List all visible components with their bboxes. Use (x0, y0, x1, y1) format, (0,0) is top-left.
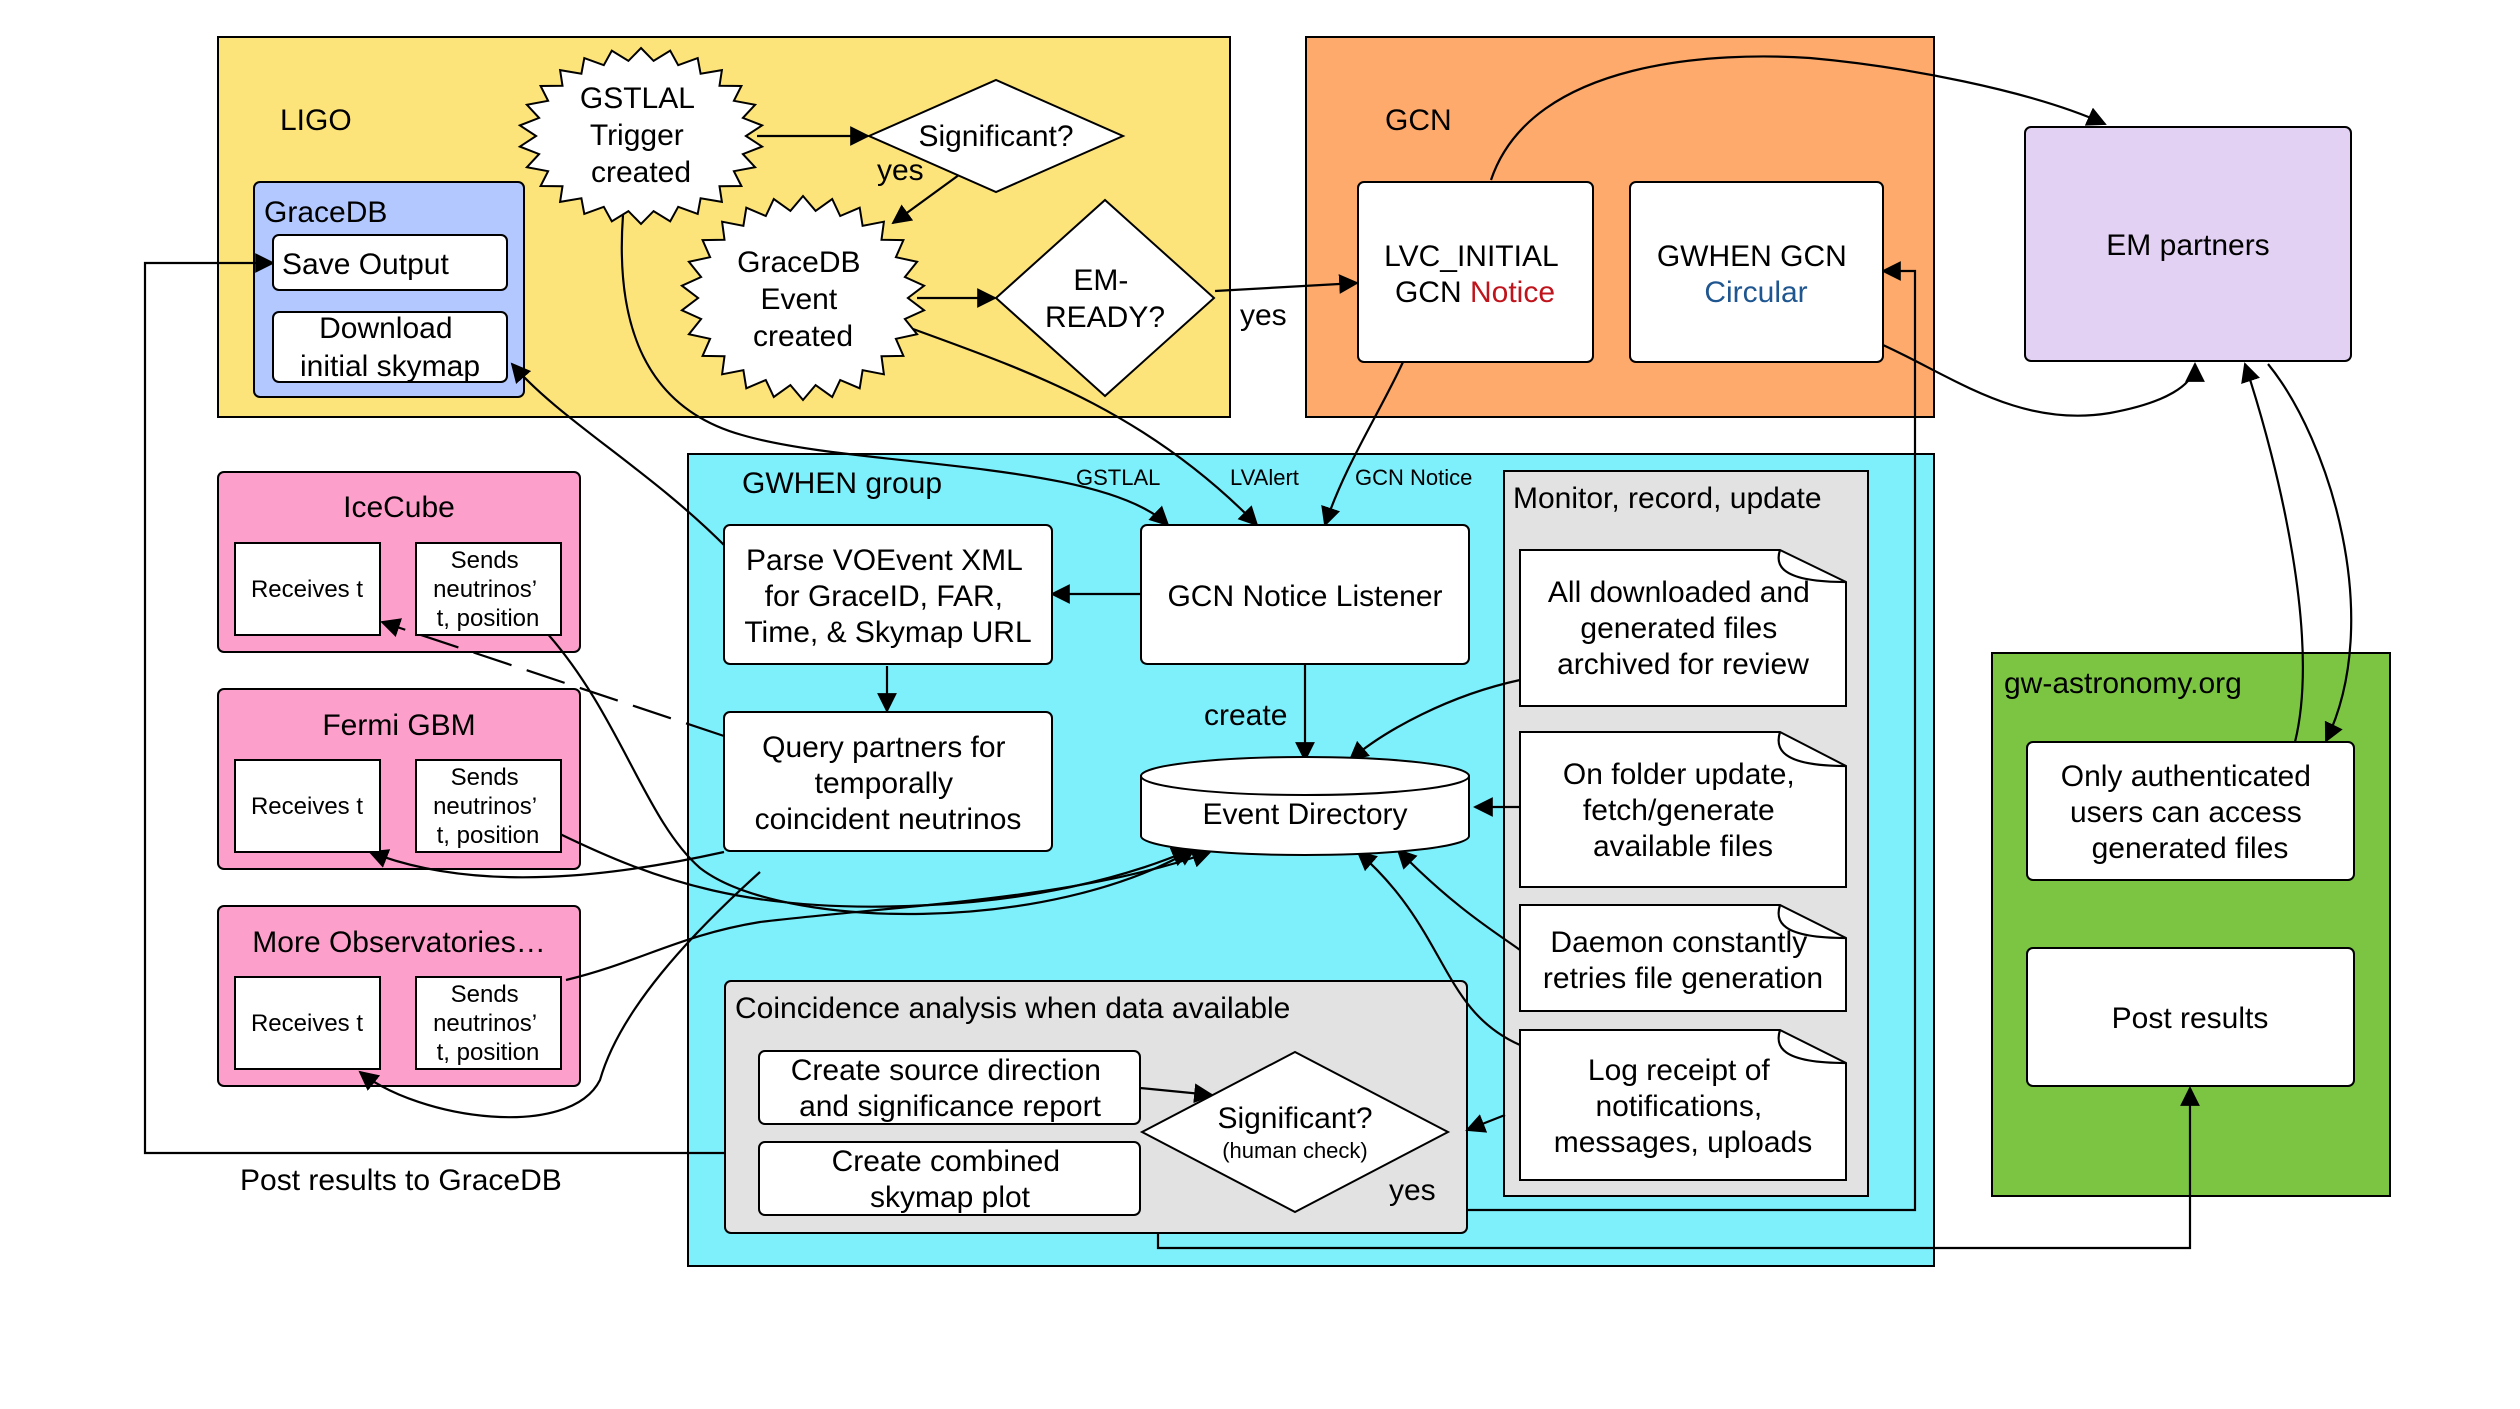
folder-update-doc: On folder update, fetch/generate availab… (1519, 731, 1847, 888)
parse-voevent-box[interactable] (723, 524, 1053, 665)
gwhen-title: GWHEN group (742, 467, 942, 500)
query-partners-label: Query partners for temporally coincident… (755, 731, 1022, 836)
more-sends-box (415, 976, 562, 1070)
query-partners-box[interactable] (723, 711, 1053, 852)
daemon-label: Daemon constantly retries file generatio… (1543, 926, 1823, 995)
save-output-label: Save Output (282, 248, 449, 281)
source-direction-label: Create source direction and significance… (791, 1054, 1110, 1123)
observatory-icecube: IceCube Receives t Sends neutrinos’ t, p… (234, 491, 562, 636)
parse-voevent-label: Parse VOEvent XML for GraceID, FAR, Time… (744, 544, 1031, 649)
gcn-notice-edge-label: GCN Notice (1355, 465, 1472, 490)
lvalert-edge-label: LVAlert (1230, 465, 1299, 490)
fermi-title: Fermi GBM (322, 709, 475, 742)
fermi-sends-label: Sends neutrinos’ t, position (433, 764, 543, 849)
gw-astronomy-title: gw-astronomy.org (2004, 667, 2242, 700)
circular-word: Circular (1704, 276, 1807, 309)
gstlal-edge-label: GSTLAL (1076, 465, 1160, 490)
more-observatories-title: More Observatories… (252, 926, 545, 959)
connectors (143, 55, 2353, 1250)
lvc-initial-notice-label: LVC_INITIAL GCN Notice (1384, 240, 1566, 309)
em-ready-decision (994, 198, 1216, 398)
gcn-notice-listener-label: GCN Notice Listener (1167, 580, 1442, 613)
source-direction-box[interactable] (758, 1050, 1141, 1125)
em-partners-box[interactable] (2024, 126, 2352, 362)
post-to-gracedb-label: Post results to GraceDB (240, 1164, 562, 1197)
combined-skymap-box[interactable] (758, 1141, 1141, 1216)
post-results-box[interactable] (2026, 947, 2355, 1087)
daemon-doc: Daemon constantly retries file generatio… (1519, 904, 1847, 1012)
more-sends-label: Sends neutrinos’ t, position (433, 981, 543, 1066)
fermi-receives-box (234, 759, 381, 853)
monitor-title: Monitor, record, update (1513, 482, 1822, 515)
download-skymap-label: Download initial skymap (300, 312, 480, 383)
em-partners-label: EM partners (2106, 229, 2269, 262)
more-receives-box (234, 976, 381, 1070)
em-ready-yes-label: yes (1240, 299, 1287, 332)
icecube-receives-label: Receives t (251, 576, 363, 603)
human-check-label: (human check) (1222, 1138, 1368, 1163)
significant-label: Significant? (918, 120, 1073, 153)
icecube-receives-box (234, 542, 381, 636)
gwhen-gcn-circular-box[interactable] (1629, 181, 1884, 363)
archived-doc: All downloaded and generated files archi… (1519, 549, 1847, 707)
gwhen-gcn-circular-label: GWHEN GCN Circular (1657, 240, 1855, 309)
authenticated-access-label: Only authenticated users can access gene… (2061, 760, 2320, 865)
gracedb-event-burst (679, 194, 927, 402)
icecube-sends-label: Sends neutrinos’ t, position (433, 547, 543, 632)
icecube-title: IceCube (343, 491, 455, 524)
authenticated-access-box[interactable] (2026, 741, 2355, 881)
save-output-box (272, 234, 508, 291)
gcn-notice-listener-box[interactable] (1140, 524, 1470, 665)
log-receipt-label: Log receipt of notifications, messages, … (1554, 1054, 1813, 1159)
fermi-sends-box (415, 759, 562, 853)
gstlal-trigger-burst (517, 46, 765, 226)
em-ready-label: EM- READY? (1045, 264, 1165, 334)
human-check-significant-label: Significant? (1217, 1102, 1372, 1135)
download-skymap-box (272, 311, 508, 383)
gstlal-trigger-label: GSTLAL Trigger created (580, 82, 702, 189)
notice-word: Notice (1470, 276, 1555, 309)
create-edge-label: create (1204, 699, 1287, 732)
event-directory[interactable]: Event Directory (1140, 756, 1470, 856)
combined-skymap-label: Create combined skymap plot (832, 1145, 1069, 1214)
coincidence-title: Coincidence analysis when data available (735, 992, 1290, 1025)
archived-label: All downloaded and generated files archi… (1548, 576, 1818, 681)
folder-update-label: On folder update, fetch/generate availab… (1563, 758, 1803, 863)
human-check-decision (1139, 1050, 1451, 1214)
gracedb-event-label: GraceDB Event created (737, 246, 869, 353)
significant-yes-label: yes (877, 154, 924, 187)
more-receives-label: Receives t (251, 1010, 363, 1037)
fermi-receives-label: Receives t (251, 793, 363, 820)
observatory-more: More Observatories… Receives t Sends neu… (234, 926, 562, 1070)
log-receipt-doc: Log receipt of notifications, messages, … (1519, 1029, 1847, 1181)
ligo-title: LIGO (280, 104, 352, 137)
icecube-sends-box (415, 542, 562, 636)
observatory-fermi: Fermi GBM Receives t Sends neutrinos’ t,… (234, 709, 562, 853)
lvc-initial-notice-box[interactable] (1357, 181, 1594, 363)
significant-decision (866, 78, 1126, 194)
gracedb-title: GraceDB (264, 196, 387, 229)
post-results-label: Post results (2112, 1002, 2269, 1035)
gcn-title: GCN (1385, 104, 1452, 137)
human-check-yes-label: yes (1389, 1174, 1436, 1207)
event-directory-label: Event Directory (1202, 798, 1407, 831)
